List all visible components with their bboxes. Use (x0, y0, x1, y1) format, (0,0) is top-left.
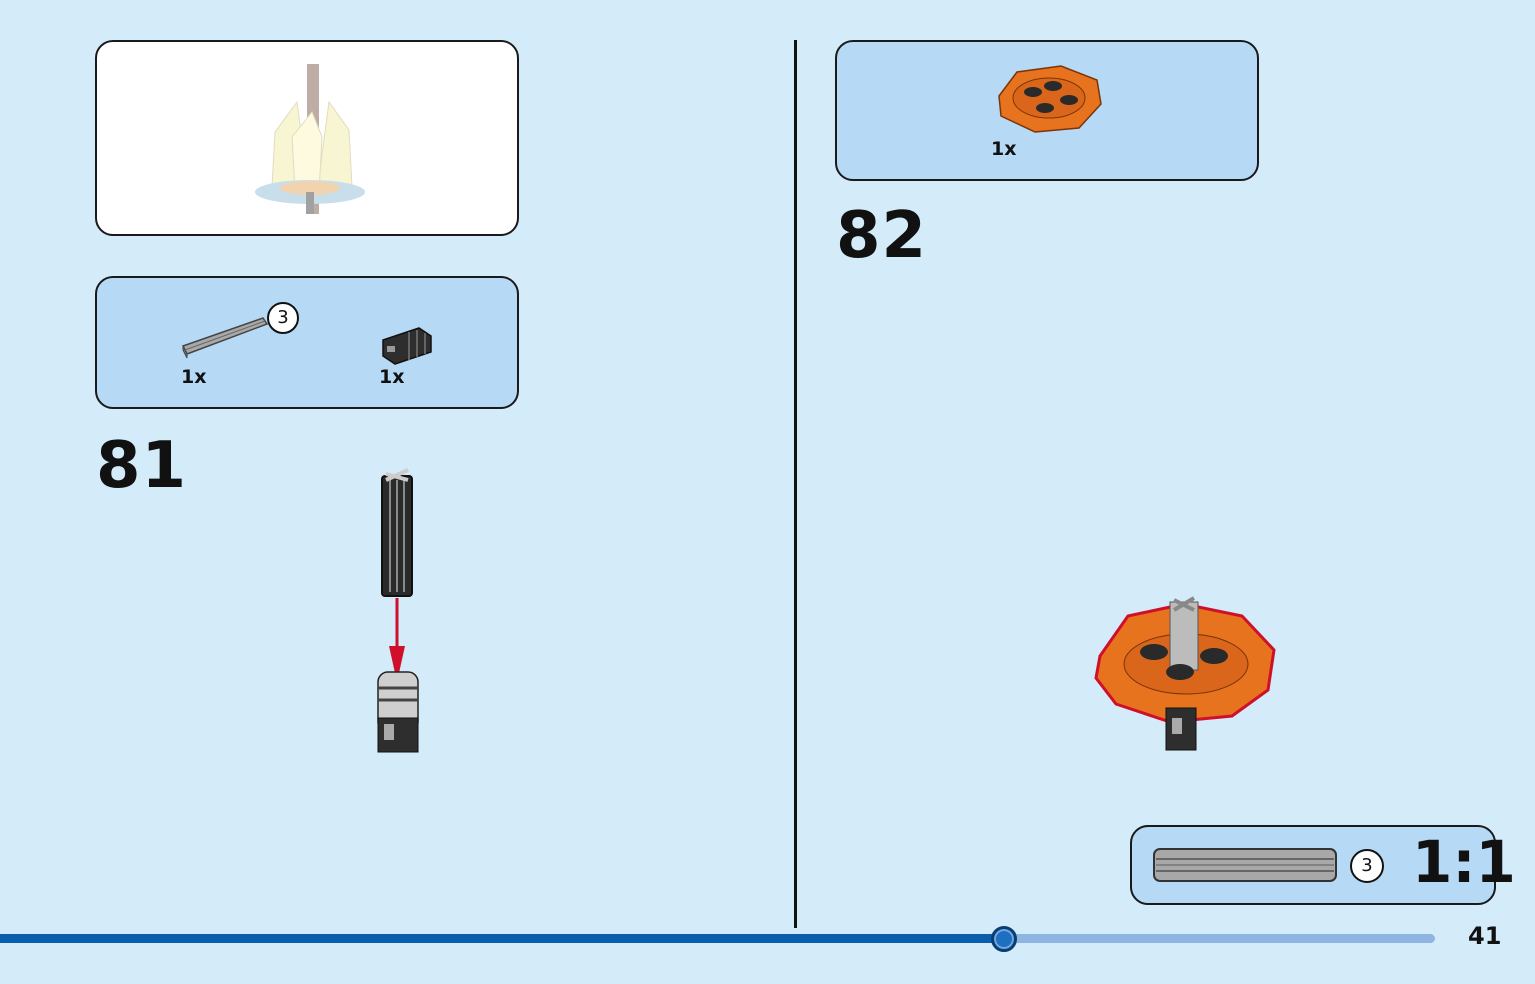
axle-qty: 1x (181, 366, 207, 388)
step-81-illustration (377, 468, 419, 753)
connector-qty: 1x (379, 366, 405, 388)
progress-knob[interactable] (991, 926, 1017, 952)
scale-length-badge: 3 (1350, 849, 1384, 883)
axle-actual-size-icon (1153, 848, 1337, 882)
step-82-illustration (1094, 596, 1276, 751)
scale-reference-panel: 3 1:1 (1130, 825, 1516, 905)
progress-fill (0, 934, 1004, 943)
model-preview-image (255, 64, 365, 214)
model-preview-panel (95, 40, 519, 236)
orange-plate-part-icon (998, 65, 1102, 133)
orange-plate-qty: 1x (991, 138, 1017, 160)
axle-length-badge: 3 (267, 302, 299, 334)
step-81-number: 81 (96, 429, 188, 503)
page-divider (794, 40, 797, 928)
axle-part-icon (181, 317, 269, 359)
step-82-parts-panel: 1x (835, 40, 1259, 181)
step-82-number: 82 (836, 199, 928, 273)
page-number: 41 (1468, 922, 1502, 950)
step-81-parts-panel: 3 1x 1x (95, 276, 519, 409)
connector-part-icon (382, 327, 432, 365)
scale-label: 1:1 (1412, 828, 1516, 896)
